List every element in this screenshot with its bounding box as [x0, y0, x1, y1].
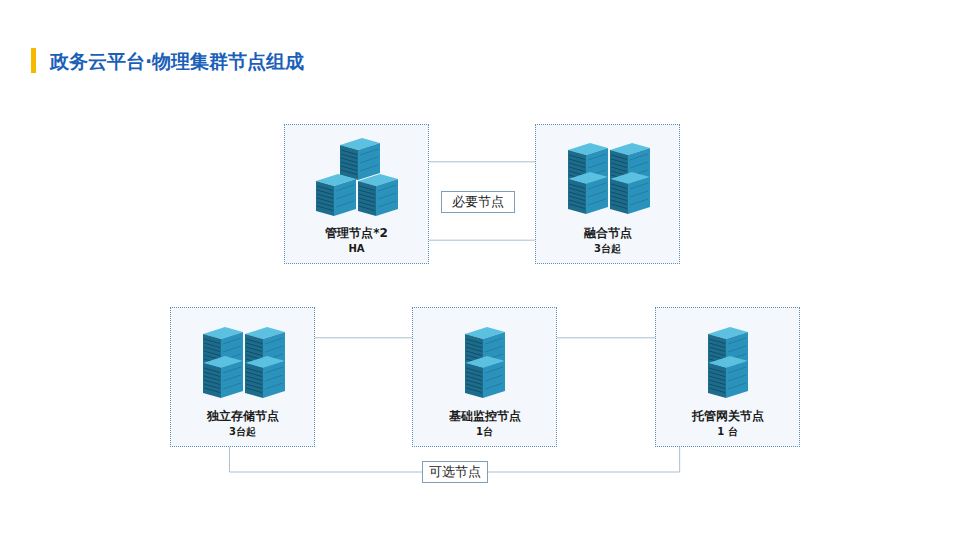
- connector-line: [315, 337, 412, 338]
- server-node: 托管网关节点1 台: [655, 307, 800, 447]
- node-fill: [170, 307, 315, 447]
- node-name: 管理节点*2: [325, 224, 388, 242]
- node-name: 托管网关节点: [692, 407, 764, 425]
- node-count: HA: [348, 242, 364, 256]
- title-bar: [31, 48, 36, 73]
- server-node: 独立存储节点3台起: [170, 307, 315, 447]
- group-tag: 必要节点: [441, 191, 515, 213]
- node-count: 3台起: [594, 242, 621, 256]
- node-count: 1台: [476, 425, 493, 439]
- node-count: 1 台: [717, 425, 737, 439]
- node-name: 独立存储节点: [207, 407, 279, 425]
- diagram-title: 政务云平台·物理集群节点组成: [50, 48, 304, 74]
- node-fill: [284, 124, 429, 264]
- node-name: 必要节点: [452, 192, 504, 212]
- node-fill: [535, 124, 680, 264]
- server-node: 融合节点3台起: [535, 124, 680, 264]
- node-count: 3台起: [229, 425, 256, 439]
- connector-line: [429, 240, 535, 241]
- edge-label: 可选节点: [422, 461, 488, 483]
- node-fill: [412, 307, 557, 447]
- node-name: 融合节点: [584, 224, 632, 242]
- node-fill: [655, 307, 800, 447]
- node-name: 基础监控节点: [449, 407, 521, 425]
- connector-line: [557, 337, 655, 338]
- server-node: 管理节点*2HA: [284, 124, 429, 264]
- connector-line: [429, 161, 535, 162]
- server-node: 基础监控节点1台: [412, 307, 557, 447]
